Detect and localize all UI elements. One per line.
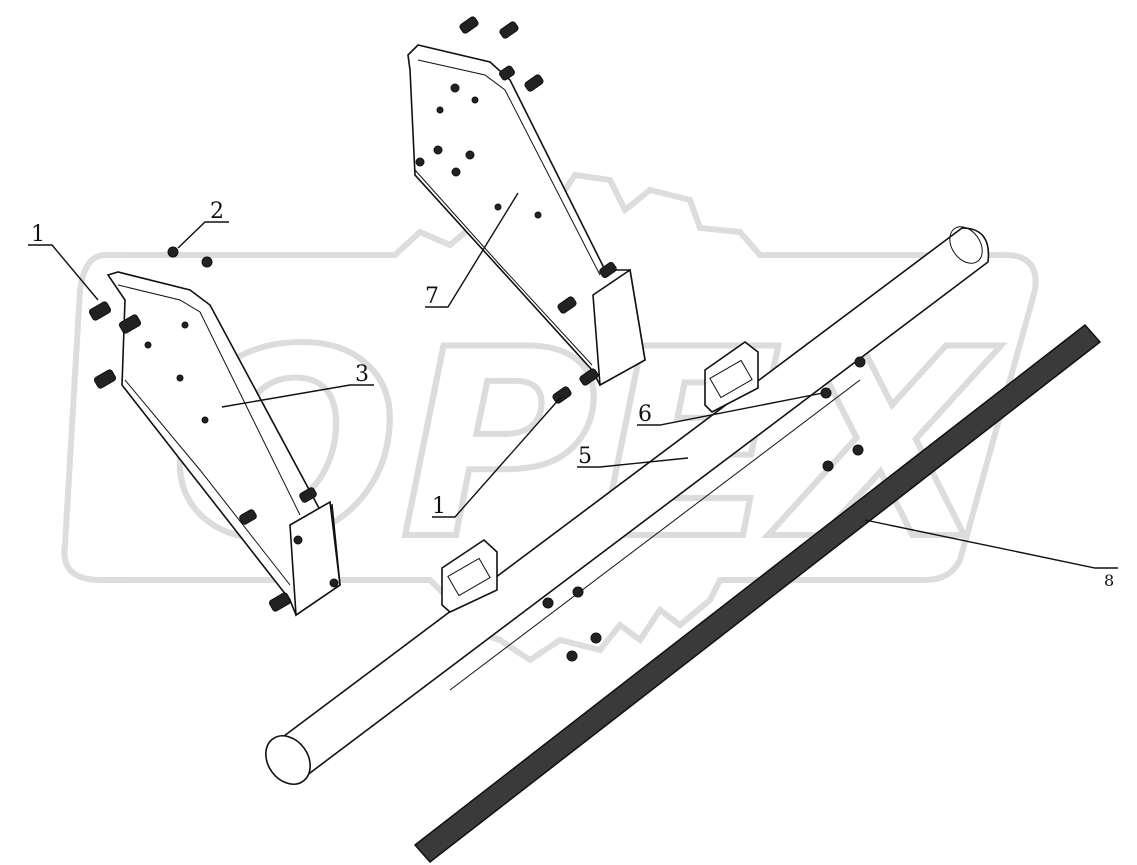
part-2-nuts bbox=[167, 246, 213, 268]
watermark-gear-outline bbox=[61, 171, 1039, 664]
callout-7: 7 bbox=[425, 284, 439, 309]
callout-3: 3 bbox=[355, 362, 369, 387]
callout-1b: 1 bbox=[432, 494, 446, 519]
part-3-left-bracket bbox=[88, 271, 341, 617]
callout-1a: 1 bbox=[31, 222, 45, 247]
callout-6: 6 bbox=[638, 402, 652, 427]
callout-8: 8 bbox=[1104, 571, 1114, 590]
callout-labels: 1 2 3 7 6 5 1 8 bbox=[31, 199, 1114, 590]
part-5-tube bbox=[265, 226, 990, 785]
part-8-bar bbox=[413, 323, 1102, 864]
part-6-clamp-upper bbox=[704, 341, 759, 413]
callout-2: 2 bbox=[210, 199, 224, 224]
part-6-clamp-lower bbox=[441, 538, 498, 613]
callout-5: 5 bbox=[578, 444, 592, 469]
part-7-right-bracket bbox=[407, 16, 646, 404]
leader-lines bbox=[28, 192, 1118, 569]
